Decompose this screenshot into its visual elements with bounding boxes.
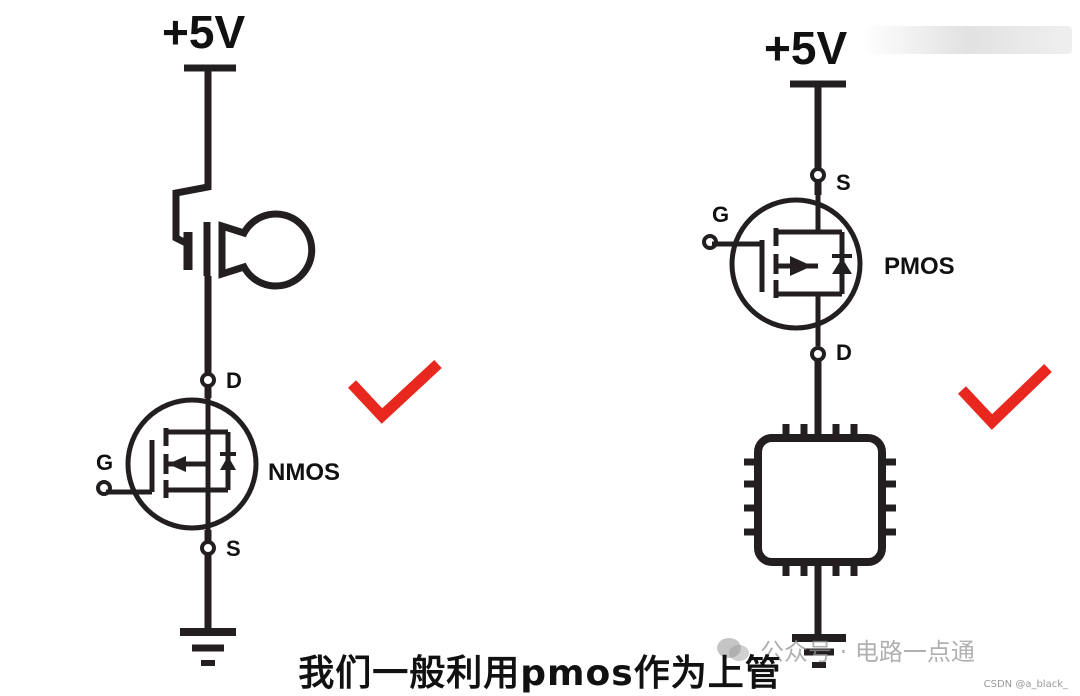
right-ground-symbol <box>792 634 846 668</box>
left-ground-symbol <box>180 628 236 666</box>
right-gate-label: G <box>712 202 729 227</box>
left-nmos-diode <box>220 456 236 470</box>
left-transistor-label: NMOS <box>268 459 340 486</box>
blurred-logo-overlay <box>862 26 1072 54</box>
left-drain-label: D <box>226 368 242 393</box>
left-check-mark <box>347 359 442 424</box>
right-drain-terminal <box>810 346 826 362</box>
right-pmos-diode <box>832 258 852 274</box>
right-supply-rail <box>790 80 846 168</box>
left-gate-label: G <box>96 450 113 475</box>
left-supply-label: +5V <box>162 6 245 58</box>
left-gate-terminal <box>96 480 112 496</box>
subtitle-caption: 我们一般利用pmos作为上管 <box>298 653 782 694</box>
right-supply-label: +5V <box>764 22 847 74</box>
watermark: 公众号 · 电路一点通 <box>716 632 975 667</box>
left-source-label: S <box>226 536 241 561</box>
right-chip-load <box>744 424 896 636</box>
right-source-label: S <box>836 170 851 195</box>
watermark-text: 公众号 · 电路一点通 <box>760 638 975 666</box>
left-drain-terminal <box>200 372 216 388</box>
right-pmos-arrow <box>790 256 812 276</box>
left-source-terminal <box>200 540 216 556</box>
csdn-credit: CSDN @a_black_ <box>983 679 1068 690</box>
wechat-icon <box>717 637 749 661</box>
left-supply-rail <box>184 64 236 178</box>
left-nmos-symbol <box>106 397 259 531</box>
right-check-mark <box>957 364 1052 430</box>
right-transistor-label: PMOS <box>884 253 955 280</box>
right-drain-label: D <box>836 340 852 365</box>
left-bulb-load <box>172 178 316 374</box>
left-nmos-arrow <box>168 456 186 472</box>
right-source-terminal <box>810 167 826 183</box>
right-gate-terminal <box>702 234 718 250</box>
